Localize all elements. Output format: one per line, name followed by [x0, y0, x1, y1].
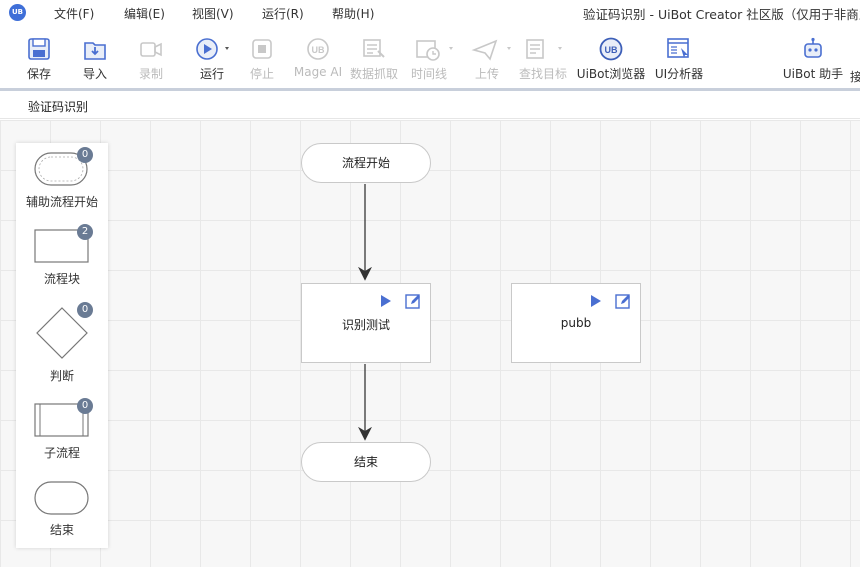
palette-item-subprocess[interactable]: 0 子流程 — [16, 398, 108, 469]
flow-start-label: 流程开始 — [341, 156, 390, 170]
flow-block-node[interactable]: 识别测试 — [301, 283, 431, 363]
timeline-label: 时间线 — [410, 67, 447, 81]
uibot-logo-icon: UB — [9, 4, 26, 21]
data-scrape-icon — [363, 39, 385, 58]
run-label: 运行 — [199, 67, 224, 81]
run-block-icon[interactable] — [590, 294, 602, 308]
record-button[interactable]: 录制 — [134, 36, 168, 84]
menu-help[interactable]: 帮助(H) — [332, 7, 375, 21]
data-scrape-label: 数据抓取 — [349, 67, 398, 81]
ui-analyzer-icon — [667, 38, 689, 58]
decision-shape-icon — [36, 307, 88, 359]
uibot-assistant-button[interactable]: UiBot 助手 — [780, 36, 846, 84]
save-button[interactable]: 保存 — [22, 36, 56, 84]
palette-item-aux-start[interactable]: 0 辅助流程开始 — [16, 147, 108, 218]
ui-analyzer-label: UI分析器 — [654, 67, 704, 81]
palette-count-badge: 0 — [77, 398, 93, 414]
run-block-icon[interactable] — [380, 294, 392, 308]
record-icon — [140, 42, 162, 57]
edit-block-icon[interactable] — [615, 293, 631, 309]
uibot-browser-button[interactable]: UB UiBot浏览器 — [575, 36, 647, 84]
uibot-assistant-label: UiBot 助手 — [782, 67, 844, 81]
component-palette: 0 辅助流程开始 2 流程块 0 判断 0 子流程 结束 — [16, 143, 108, 548]
timeline-button[interactable]: 时间线 — [410, 36, 458, 84]
svg-text:UB: UB — [605, 45, 618, 55]
tab-document[interactable]: 验证码识别 — [28, 100, 89, 114]
end-shape-icon — [34, 481, 89, 515]
palette-item-flow-block[interactable]: 2 流程块 — [16, 224, 108, 295]
import-icon — [84, 42, 106, 60]
stop-button[interactable]: 停止 — [246, 36, 278, 84]
menu-bar: UB 文件(F) 编辑(E) 视图(V) 运行(R) 帮助(H) 验证码识别 -… — [0, 0, 860, 26]
window-title: 验证码识别 - UiBot Creator 社区版（仅用于非商业 — [583, 7, 860, 22]
flow-end-node[interactable]: 结束 — [301, 442, 431, 482]
stop-label: 停止 — [249, 67, 274, 81]
find-target-icon — [526, 39, 562, 59]
palette-count-badge: 0 — [77, 302, 93, 318]
data-scrape-button[interactable]: 数据抓取 — [348, 36, 400, 84]
find-target-label: 查找目标 — [518, 67, 567, 81]
record-label: 录制 — [138, 67, 163, 81]
save-label: 保存 — [26, 67, 51, 81]
stop-icon — [252, 39, 272, 59]
flow-end-label: 结束 — [353, 455, 378, 469]
flow-block-node[interactable]: pubb — [511, 283, 641, 363]
mage-ai-label: Mage AI — [293, 65, 343, 79]
aux-start-shape-icon — [34, 152, 88, 186]
palette-count-badge: 2 — [77, 224, 93, 240]
import-label: 导入 — [82, 67, 107, 81]
timeline-icon — [416, 40, 453, 61]
document-tab-bar: 验证码识别 — [0, 91, 860, 119]
mage-ai-icon: UB — [307, 38, 329, 60]
cut-off-label: 接 — [850, 70, 860, 84]
toolbar-divider — [0, 88, 860, 91]
palette-label: 结束 — [49, 523, 74, 537]
palette-label: 子流程 — [43, 446, 80, 460]
mage-ai-button[interactable]: UB Mage AI — [292, 36, 344, 84]
upload-label: 上传 — [474, 67, 499, 81]
palette-label: 判断 — [49, 369, 74, 383]
menu-edit[interactable]: 编辑(E) — [124, 7, 165, 21]
palette-count-badge: 0 — [77, 147, 93, 163]
cut-off-toolbar-button[interactable]: 接 — [850, 36, 860, 84]
edit-block-icon[interactable] — [405, 293, 421, 309]
menu-view[interactable]: 视图(V) — [192, 7, 234, 21]
uibot-browser-icon: UB — [599, 37, 623, 61]
uibot-browser-label: UiBot浏览器 — [576, 67, 646, 81]
menu-file[interactable]: 文件(F) — [54, 7, 95, 21]
flow-block-title: 识别测试 — [341, 318, 390, 332]
find-target-button[interactable]: 查找目标 — [516, 36, 570, 84]
svg-text:UB: UB — [312, 45, 325, 55]
flow-block-title: pubb — [560, 316, 592, 330]
save-icon — [28, 38, 50, 60]
ui-analyzer-button[interactable]: UI分析器 — [652, 36, 706, 84]
menu-run[interactable]: 运行(R) — [262, 7, 304, 21]
palette-label: 辅助流程开始 — [25, 195, 98, 209]
upload-button[interactable]: 上传 — [470, 36, 514, 84]
run-button[interactable]: 运行 — [190, 36, 234, 84]
palette-item-decision[interactable]: 0 判断 — [16, 302, 108, 383]
robot-icon — [804, 37, 822, 58]
run-icon — [196, 38, 229, 60]
palette-label: 流程块 — [43, 272, 80, 286]
import-button[interactable]: 导入 — [78, 36, 112, 84]
flow-start-node[interactable]: 流程开始 — [301, 143, 431, 183]
palette-item-end[interactable]: 结束 — [16, 481, 108, 547]
toolbar: 保存 导入 录制 运行 停止 UB Mage AI 数据抓取 时间线 上传 查找… — [0, 26, 860, 88]
upload-icon — [471, 39, 511, 61]
